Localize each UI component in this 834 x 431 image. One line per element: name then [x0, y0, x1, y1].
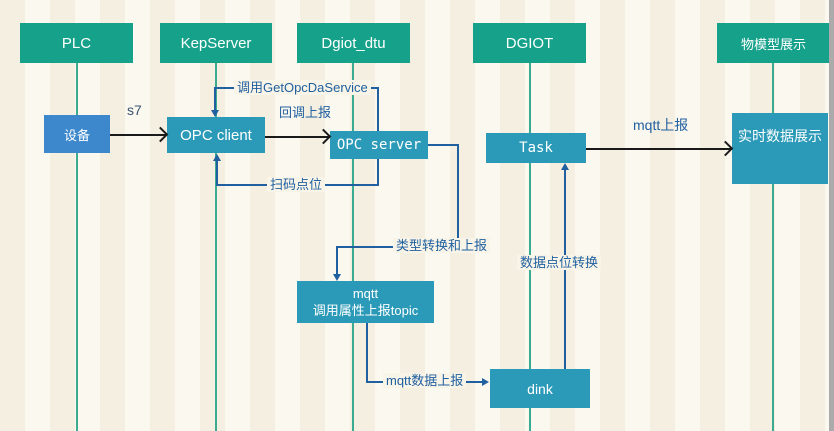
- vertical-scrollbar[interactable]: [829, 0, 834, 431]
- label-callback-report: 回调上报: [279, 105, 332, 120]
- node-plc: PLC: [20, 23, 133, 63]
- label-mqtt-report: mqtt上报: [633, 117, 689, 133]
- node-dgiot: DGIOT: [473, 23, 586, 63]
- node-opc-client: OPC client: [167, 117, 265, 153]
- arrowhead-mqtt-data-report: [482, 378, 489, 386]
- label-scan-points: 扫码点位: [267, 177, 326, 192]
- node-dgiot-dtu: Dgiot_dtu: [297, 23, 410, 63]
- mqtt-topic-line1: mqtt: [352, 286, 379, 301]
- arrowhead-task-to-realtime-display: [717, 140, 734, 157]
- arrowhead-scan-points: [213, 154, 221, 161]
- arrowhead-opc-client-to-opc-server: [315, 128, 332, 145]
- node-dink: dink: [490, 369, 590, 408]
- arrowhead-data-point-convert: [561, 163, 569, 170]
- arrow-device-to-opc-client: [110, 134, 167, 136]
- label-type-convert-report: 类型转换和上报: [393, 238, 491, 253]
- label-mqtt-data-report: mqtt数据上报: [383, 373, 467, 388]
- node-task: Task: [486, 133, 586, 163]
- node-model-display: 物模型展示: [717, 23, 830, 63]
- lifeline-kepserver: [215, 61, 217, 431]
- lifeline-dgiot: [529, 61, 531, 431]
- connector-type-convert-v-right: [457, 144, 459, 248]
- node-device: 设备: [44, 115, 110, 153]
- connector-call-getopcdaservice-v-left: [214, 89, 216, 111]
- node-opc-server: OPC server: [330, 131, 428, 159]
- arrow-opc-client-to-opc-server: [265, 136, 330, 138]
- lifeline-model-display: [772, 61, 774, 431]
- mqtt-topic-line2: 调用属性上报topic: [312, 303, 419, 318]
- arrowhead-device-to-opc-client: [152, 126, 169, 143]
- connector-scan-points-v-left: [216, 161, 218, 185]
- node-realtime-display: 实时数据展示: [732, 113, 828, 184]
- node-mqtt-topic: mqtt 调用属性上报topic: [297, 281, 434, 323]
- connector-scan-points-v-right: [377, 159, 379, 186]
- lifeline-plc: [76, 61, 78, 431]
- label-data-point-convert: 数据点位转换: [517, 255, 602, 270]
- arrowhead-call-getopcdaservice: [211, 110, 219, 117]
- label-s7: s7: [127, 102, 142, 118]
- connector-type-convert-h1: [428, 144, 459, 146]
- arrow-task-to-realtime-display: [586, 148, 732, 150]
- connector-call-getopcdaservice-v-right: [377, 87, 379, 131]
- connector-type-convert-v-left: [336, 248, 338, 274]
- arrowhead-type-convert: [333, 274, 341, 281]
- connector-mqtt-data-report-v: [366, 323, 368, 383]
- label-call-getopcdaservice: 调用GetOpcDaService: [234, 80, 371, 95]
- node-kepserver: KepServer: [160, 23, 272, 63]
